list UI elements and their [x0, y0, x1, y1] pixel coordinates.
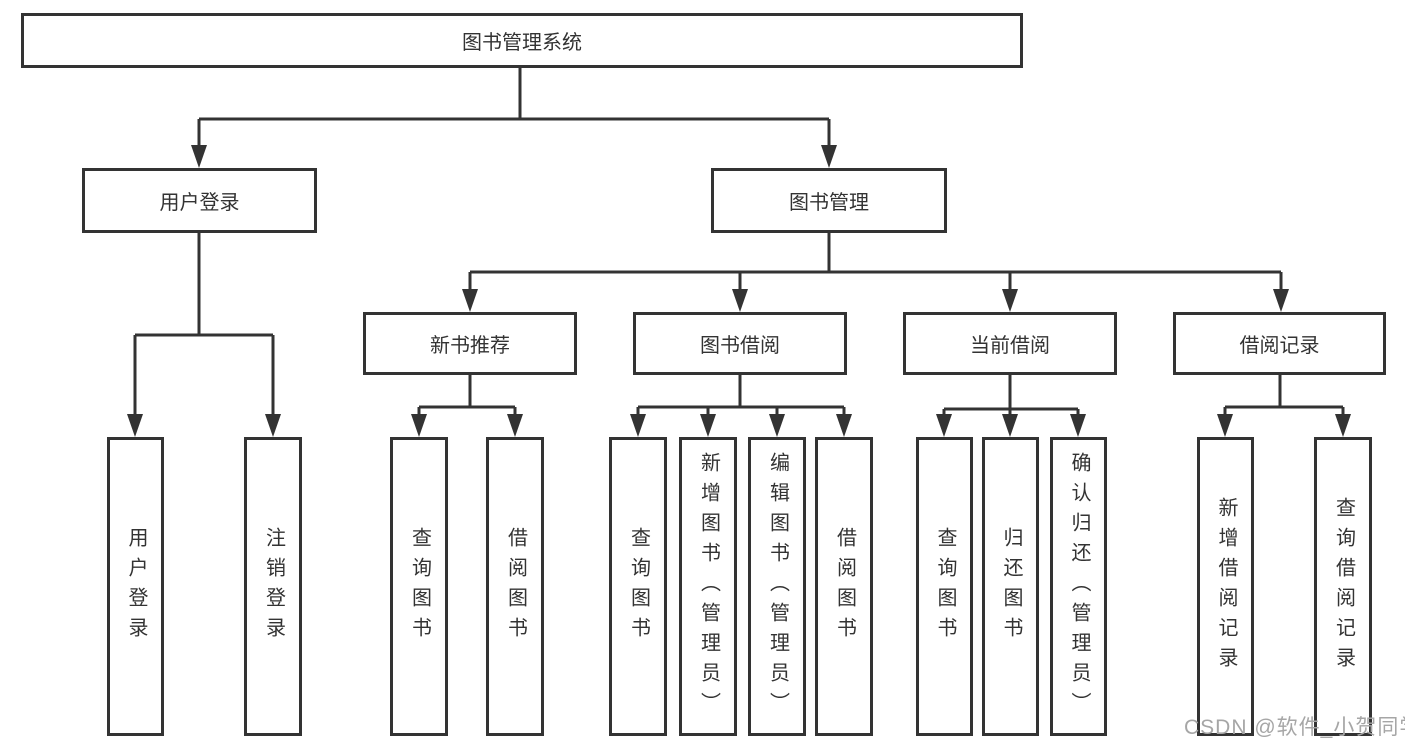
node-book-borrow: 图书借阅 [633, 312, 847, 375]
connector-borrow-records-branch [1223, 375, 1345, 418]
arrow-icon [1070, 414, 1086, 437]
arrow-icon [1273, 289, 1289, 312]
leaf-add-borrow-record: 新增借阅记录 [1197, 437, 1254, 736]
connector-root-to-level2 [197, 68, 831, 148]
node-book-management: 图书管理 [711, 168, 947, 233]
arrow-icon [411, 414, 427, 437]
leaf-borrow-books: 借阅图书 [815, 437, 873, 736]
watermark: CSDN @软件_小贺同学 [1184, 716, 1405, 739]
leaf-borrow-books-recommend: 借阅图书 [486, 437, 544, 736]
leaf-logout: 注销登录 [244, 437, 302, 736]
arrow-icon [1335, 414, 1351, 437]
leaf-user-login: 用户登录 [107, 437, 164, 736]
arrow-icon [507, 414, 523, 437]
connector-new-book-recommend-branch [417, 375, 517, 418]
leaf-search-books-recommend: 查询图书 [390, 437, 448, 736]
leaf-search-books-borrow: 查询图书 [609, 437, 667, 736]
connector-user-login-branch [133, 233, 275, 416]
leaf-confirm-return-admin: 确认归还（管理员） [1050, 437, 1107, 736]
arrow-icon [1217, 414, 1233, 437]
leaf-edit-books-admin: 编辑图书（管理员） [748, 437, 806, 736]
connector-book-borrow-branch [636, 375, 846, 418]
leaf-search-borrow-record: 查询借阅记录 [1314, 437, 1372, 736]
leaf-add-books-admin: 新增图书（管理员） [679, 437, 737, 736]
node-current-borrow: 当前借阅 [903, 312, 1117, 375]
connector-book-management-branch [468, 233, 1283, 290]
arrow-icon [936, 414, 952, 437]
arrow-icon [836, 414, 852, 437]
arrow-icon [1002, 289, 1018, 312]
arrow-icon [1002, 414, 1018, 437]
leaf-return-books: 归还图书 [982, 437, 1039, 736]
node-new-book-recommend: 新书推荐 [363, 312, 577, 375]
arrow-icon [821, 145, 837, 168]
arrow-icon [732, 289, 748, 312]
arrow-icon [769, 414, 785, 437]
node-root-system: 图书管理系统 [21, 13, 1023, 68]
arrow-icon [462, 289, 478, 312]
arrow-icon [700, 414, 716, 437]
arrow-icon [127, 414, 143, 437]
node-user-login: 用户登录 [82, 168, 317, 233]
node-borrow-records: 借阅记录 [1173, 312, 1386, 375]
connector-current-borrow-branch [942, 375, 1080, 418]
arrow-icon [265, 414, 281, 437]
leaf-search-books-current: 查询图书 [916, 437, 973, 736]
arrow-icon [630, 414, 646, 437]
arrow-icon [191, 145, 207, 168]
